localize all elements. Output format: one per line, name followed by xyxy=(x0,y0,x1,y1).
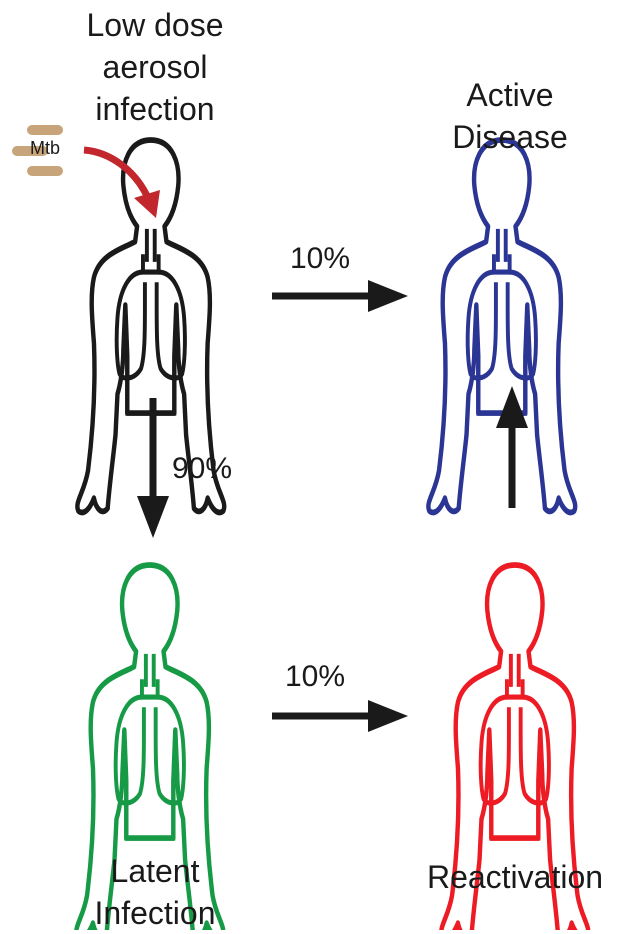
arrow-start-to-active xyxy=(272,280,408,312)
label-line-1: Reactivation xyxy=(410,856,620,898)
label-line-2: Disease xyxy=(410,116,610,158)
label-line-1: Low dose xyxy=(55,4,255,46)
label-low-dose-aerosol-infection: Low dose aerosol infection xyxy=(55,4,255,130)
label-line-1: Latent xyxy=(55,850,255,892)
label-latent-infection: Latent Infection xyxy=(55,850,255,934)
label-reactivation: Reactivation xyxy=(410,856,620,898)
arrow-latent-to-reactivation xyxy=(272,700,408,732)
person-figure-active-disease xyxy=(428,140,575,512)
label-mtb: Mtb xyxy=(30,138,60,158)
percent-start-to-latent: 90% xyxy=(172,452,232,486)
label-line-2: Infection xyxy=(55,892,255,934)
percent-latent-to-reactivation: 10% xyxy=(285,660,345,694)
percent-start-to-active: 10% xyxy=(290,242,350,276)
label-line-3: infection xyxy=(55,88,255,130)
label-active-disease: Active Disease xyxy=(410,74,610,158)
arrow-start-to-latent xyxy=(137,398,169,538)
label-line-1: Active xyxy=(410,74,610,116)
label-line-2: aerosol xyxy=(55,46,255,88)
